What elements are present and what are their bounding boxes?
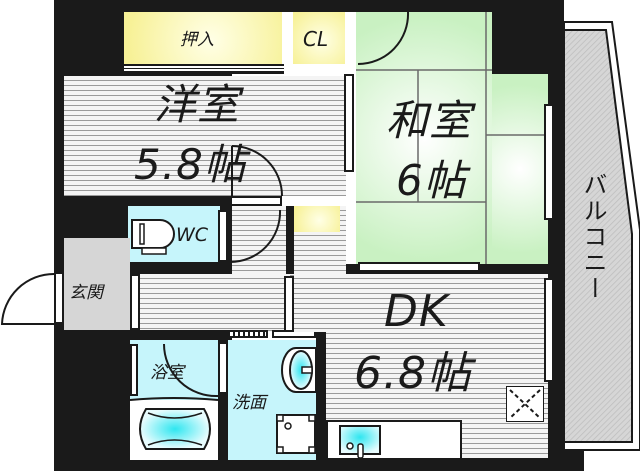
japanese-room-sliding-left[interactable] (344, 74, 354, 172)
japanese-room-ext (492, 74, 548, 264)
washing-machine-icon (276, 414, 316, 454)
closet-door-arc (357, 11, 410, 65)
pipe-space-x-icon (509, 389, 541, 419)
balcony-label: バルコニー (579, 172, 607, 302)
outer-wall-bottom (54, 458, 584, 471)
japanese-room-name: 和室 (386, 96, 473, 145)
bathroom-door[interactable] (218, 342, 228, 394)
cl-closet (293, 12, 345, 64)
storage-wall (286, 206, 294, 274)
oshiire-closet (124, 12, 282, 64)
wc-door[interactable] (218, 210, 228, 262)
bath-divider (129, 397, 219, 401)
bathroom (130, 340, 218, 400)
dk-door[interactable] (284, 276, 294, 332)
shower-fixture (130, 344, 138, 396)
balcony-outline (563, 21, 640, 451)
corridor (140, 274, 290, 330)
storage-closet (294, 206, 340, 232)
western-room (64, 76, 346, 196)
oshiire-label: 押入 (180, 30, 214, 50)
japanese-room-size: 6帖 (396, 156, 467, 205)
japanese-room (356, 12, 492, 264)
entrance-label: 玄関 (69, 283, 103, 303)
washbasin-icon (281, 347, 317, 393)
outer-wall-top (54, 0, 564, 12)
corner-column (492, 0, 564, 74)
dining-kitchen-upper (294, 274, 326, 332)
entrance-step[interactable] (130, 274, 140, 330)
western-room-size: 5.8帖 (134, 140, 247, 189)
oshiire-sliding-door[interactable] (124, 64, 284, 74)
dk-size: 6.8帖 (354, 348, 472, 399)
dk-wall-left (316, 332, 326, 460)
kitchen-sink-icon (339, 425, 381, 459)
bathtub-icon (139, 408, 211, 450)
washroom-label: 洗面 (232, 393, 266, 413)
bathroom-door-arc (163, 343, 219, 398)
western-room-door-arc (231, 145, 283, 197)
entrance (64, 238, 130, 330)
japanese-room-sliding-bottom[interactable] (358, 262, 480, 272)
dk-window[interactable] (544, 278, 554, 382)
washroom-sliding-door[interactable] (228, 330, 268, 338)
western-room-door[interactable] (230, 196, 282, 206)
western-room-name: 洋室 (154, 80, 241, 129)
japanese-room-window[interactable] (544, 104, 554, 220)
wc-door-arc (229, 209, 282, 263)
entrance-door-arc (0, 273, 55, 325)
cl-label: CL (303, 27, 329, 51)
toilet-icon (131, 219, 175, 255)
wc-label: WC (176, 224, 209, 246)
entrance-door[interactable] (54, 272, 64, 324)
dk-name: DK (384, 286, 449, 337)
tatami-lines (356, 12, 548, 264)
